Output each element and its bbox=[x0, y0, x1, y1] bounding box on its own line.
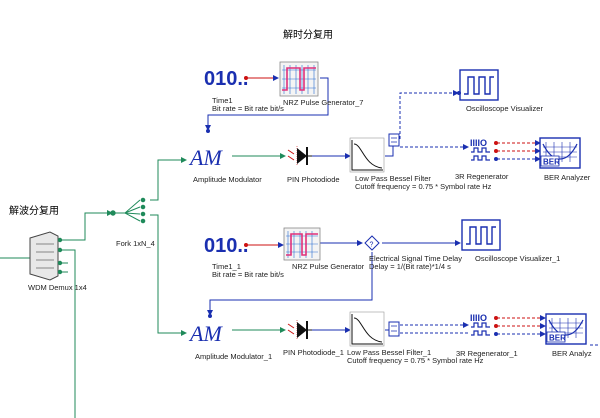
bit-source-1[interactable]: 010.. bbox=[204, 68, 248, 90]
wire-split1-to-osc1 bbox=[396, 90, 459, 141]
electrical-time-delay[interactable]: ? bbox=[364, 235, 380, 251]
label-reg2: 3R Regenerator_1 bbox=[456, 349, 518, 358]
label-fork: Fork 1xN_4 bbox=[116, 239, 155, 248]
oscilloscope-visualizer-1[interactable] bbox=[457, 69, 499, 101]
label-osc1: Oscilloscope Visualizer bbox=[466, 104, 543, 113]
ber-analyzer-2[interactable]: BER bbox=[545, 313, 587, 345]
fork-icon bbox=[110, 197, 146, 224]
label-nrz1: NRZ Pulse Generator_7 bbox=[283, 98, 364, 107]
photodiode-icon bbox=[287, 146, 312, 166]
svg-text:IIIIO: IIIIO bbox=[470, 313, 487, 323]
wire-nrz1-to-am1 bbox=[205, 77, 329, 131]
oscilloscope-icon bbox=[466, 226, 496, 245]
label-time2-bitrate: Bit rate = Bit rate bit/s bbox=[212, 270, 284, 279]
pin-photodiode-1[interactable] bbox=[287, 146, 312, 166]
fork-component[interactable] bbox=[110, 197, 146, 224]
low-pass-bessel-filter-1[interactable] bbox=[349, 137, 385, 173]
photodiode-icon bbox=[287, 320, 312, 340]
am-icon: AM bbox=[188, 145, 223, 170]
label-wdm-demux: WDM Demux 1x4 bbox=[28, 283, 87, 292]
oscilloscope-visualizer-2[interactable] bbox=[461, 219, 501, 251]
wires bbox=[0, 75, 600, 418]
label-am2: Amplitude Modulator_1 bbox=[195, 352, 273, 361]
bit-source-icon: 010.. bbox=[204, 68, 248, 90]
3r-regenerator-1[interactable]: IIIIO bbox=[470, 132, 498, 161]
label-pin2: PIN Photodiode_1 bbox=[283, 348, 344, 357]
label-lpf1-cutoff: Cutoff frequency = 0.75 * Symbol rate Hz bbox=[355, 182, 492, 191]
title-tdm-demux: 解时分复用 bbox=[283, 30, 333, 41]
nrz-pulse-generator-1[interactable] bbox=[279, 61, 319, 97]
bit-source-2[interactable]: 010.. bbox=[204, 235, 248, 257]
label-ber1: BER Analyzer bbox=[544, 173, 591, 182]
regenerator-icon: IIIIO bbox=[470, 138, 490, 161]
bit-source-icon: 010.. bbox=[204, 235, 248, 257]
label-delay: Electrical Signal Time Delay bbox=[369, 254, 462, 263]
splitter-1[interactable] bbox=[388, 133, 400, 147]
filter-icon bbox=[351, 314, 383, 345]
label-nrz2: NRZ Pulse Generator bbox=[292, 262, 365, 271]
regenerator-icon: IIIIO bbox=[470, 313, 490, 336]
svg-text:?: ? bbox=[370, 242, 374, 249]
title-wdm-demux: 解波分复用 bbox=[9, 206, 59, 217]
amplitude-modulator-1[interactable]: AM bbox=[188, 129, 223, 170]
wire-wdm-down bbox=[60, 249, 76, 418]
label-lpf2: Low Pass Bessel Filter_1 bbox=[347, 348, 432, 357]
wire-wdm-to-fork bbox=[60, 210, 113, 241]
wire-fork-to-am2 bbox=[150, 214, 187, 336]
pin-photodiode-2[interactable] bbox=[287, 320, 312, 340]
wdm-demux-icon bbox=[29, 231, 59, 281]
label-time1: Time1 bbox=[212, 96, 233, 105]
wire-fork-to-am1 bbox=[150, 157, 187, 201]
delay-icon bbox=[364, 235, 380, 251]
low-pass-bessel-filter-2[interactable] bbox=[349, 311, 385, 347]
label-time1-bitrate: Bit rate = Bit rate bit/s bbox=[212, 104, 284, 113]
ber-analyzer-1[interactable]: BER bbox=[539, 137, 581, 169]
splitter-2[interactable] bbox=[388, 321, 400, 337]
label-ber2: BER Analyz bbox=[552, 349, 592, 358]
svg-text:BER: BER bbox=[543, 158, 560, 167]
label-reg1: 3R Regenerator bbox=[455, 172, 509, 181]
label-pin1: PIN Photodiode bbox=[287, 175, 340, 184]
svg-text:IIIIO: IIIIO bbox=[470, 138, 487, 148]
label-osc2: Oscilloscope Visualizer_1 bbox=[475, 254, 561, 263]
svg-text:BER: BER bbox=[549, 334, 566, 343]
filter-icon bbox=[351, 140, 383, 171]
3r-regenerator-2[interactable]: IIIIO bbox=[470, 313, 498, 336]
label-delay-param: Delay = 1/(Bit rate)*1/4 s bbox=[369, 262, 451, 271]
oscilloscope-icon bbox=[464, 76, 494, 95]
label-am1: Amplitude Modulator bbox=[193, 175, 262, 184]
wdm-demux-component[interactable] bbox=[29, 231, 63, 281]
am-icon: AM bbox=[188, 321, 223, 346]
label-time2: Time1_1 bbox=[212, 262, 241, 271]
label-lpf2-cutoff: Cutoff frequency = 0.75 * Symbol rate Hz bbox=[347, 356, 484, 365]
wire-delay-to-am2 bbox=[207, 252, 373, 316]
nrz-pulse-generator-2[interactable] bbox=[283, 227, 321, 261]
label-lpf1: Low Pass Bessel Filter bbox=[355, 174, 431, 183]
amplitude-modulator-2[interactable]: AM bbox=[188, 314, 223, 346]
